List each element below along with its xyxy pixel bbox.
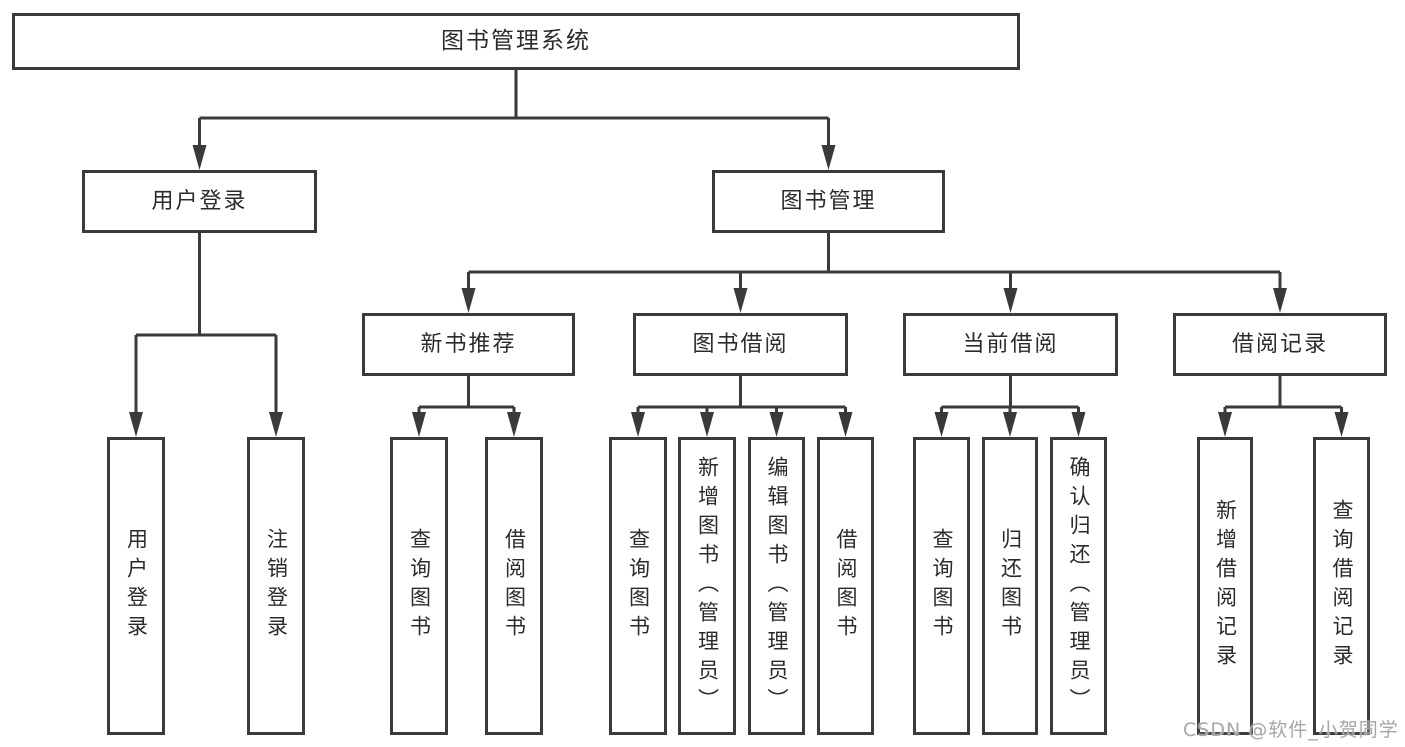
node-leaf-logout: 注销登录 [247, 437, 305, 735]
node-label-cb-query: 查询图书 [930, 528, 954, 644]
node-new-book-rec: 新书推荐 [362, 313, 575, 376]
node-br-query: 查询借阅记录 [1313, 437, 1370, 735]
node-label-book-borrow: 图书借阅 [692, 331, 789, 357]
csdn-watermark: CSDN @软件_小贺同学 [1183, 719, 1399, 741]
node-label-br-add: 新增借阅记录 [1213, 499, 1238, 673]
node-label-rec-query: 查询图书 [407, 528, 432, 644]
node-label-root: 图书管理系统 [441, 28, 591, 54]
node-label-new-book-rec: 新书推荐 [420, 331, 517, 357]
node-borrow-records: 借阅记录 [1173, 313, 1387, 376]
node-bb-add: 新增图书（管理员） [678, 437, 736, 735]
node-label-cb-return: 归还图书 [998, 528, 1023, 644]
node-label-user-login: 用户登录 [151, 188, 248, 214]
node-bb-query: 查询图书 [609, 437, 667, 735]
node-label-leaf-logout: 注销登录 [264, 528, 289, 644]
node-cb-confirm: 确认归还（管理员） [1050, 437, 1107, 735]
node-label-bb-query: 查询图书 [626, 528, 651, 644]
node-br-add: 新增借阅记录 [1197, 437, 1253, 735]
node-label-book-mgmt: 图书管理 [780, 188, 877, 214]
node-cb-return: 归还图书 [982, 437, 1038, 735]
node-bb-borrow: 借阅图书 [817, 437, 874, 735]
node-book-mgmt: 图书管理 [712, 170, 945, 233]
node-rec-borrow: 借阅图书 [485, 437, 543, 735]
node-label-borrow-records: 借阅记录 [1231, 331, 1328, 357]
node-rec-query: 查询图书 [390, 437, 448, 735]
node-bb-edit: 编辑图书（管理员） [748, 437, 805, 735]
node-label-cb-confirm: 确认归还（管理员） [1067, 455, 1091, 717]
node-user-login: 用户登录 [82, 170, 317, 233]
node-label-rec-borrow: 借阅图书 [502, 528, 527, 644]
node-label-leaf-user-login: 用户登录 [124, 528, 149, 644]
node-label-bb-add: 新增图书（管理员） [695, 455, 720, 717]
node-label-br-query: 查询借阅记录 [1330, 499, 1354, 673]
node-current-borrow: 当前借阅 [903, 313, 1118, 376]
node-label-current-borrow: 当前借阅 [962, 331, 1059, 357]
node-root: 图书管理系统 [12, 13, 1020, 70]
node-cb-query: 查询图书 [913, 437, 970, 735]
node-leaf-user-login: 用户登录 [107, 437, 165, 735]
node-label-bb-edit: 编辑图书（管理员） [765, 455, 789, 717]
node-label-bb-borrow: 借阅图书 [834, 528, 858, 644]
node-book-borrow: 图书借阅 [633, 313, 848, 376]
